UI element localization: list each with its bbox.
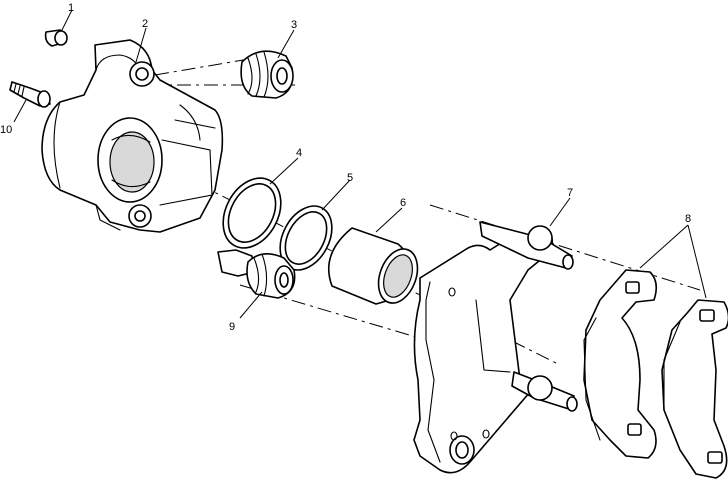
callout-2: 2 [142, 18, 148, 30]
callout-4: 4 [296, 147, 302, 159]
pin-boot-part [217, 249, 296, 299]
callout-3: 3 [291, 19, 297, 31]
callout-10: 10 [0, 124, 12, 136]
bleed-screw-part [9, 81, 51, 108]
caliper-body-part [41, 39, 224, 233]
callout-9: 9 [229, 321, 235, 333]
bushing-part [44, 29, 68, 47]
brake-pad-outer-part [661, 299, 728, 479]
brake-pad-inner-part [583, 269, 658, 459]
callout-8: 8 [685, 213, 691, 225]
callout-1: 1 [68, 2, 74, 14]
callout-5: 5 [347, 172, 353, 184]
leader-lines [13, 9, 707, 319]
callout-6: 6 [400, 197, 406, 209]
piston-part [328, 227, 419, 305]
mounting-bracket-part [413, 221, 578, 474]
seal-ring-part [222, 177, 282, 249]
callout-numbers: 1 2 3 4 5 6 7 8 9 10 [0, 2, 691, 333]
boot-seal-part [240, 50, 294, 99]
callout-7: 7 [567, 187, 573, 199]
